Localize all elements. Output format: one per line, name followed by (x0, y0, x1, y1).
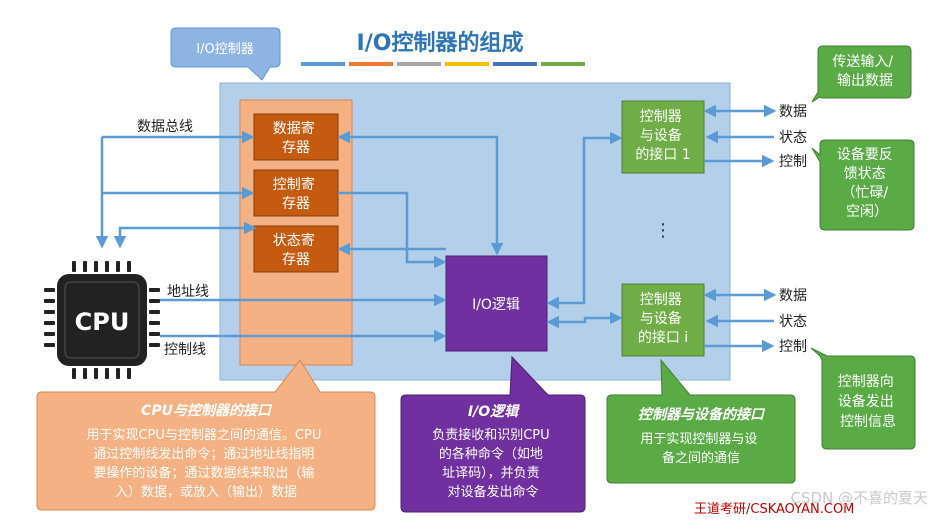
io-logic-callout-body: 负责接收和识别CPU 的各种命令（如地 址译码），并负责 对设备发出命令 (432, 427, 554, 500)
data-register-line-2: 存器 (282, 140, 310, 156)
wangdao-watermark: 王道考研/CSKAOYAN.COM (694, 502, 854, 517)
cpu-interface-callout-title: CPU与控制器的接口 (141, 402, 273, 419)
data-bus-lines (95, 104, 777, 353)
title-color-bar (301, 62, 345, 66)
csdn-watermark: CSDN @不喜的夏天 (790, 489, 928, 507)
io-logic-callout-title: I/O逻辑 (468, 403, 520, 420)
data-register-logic-link (337, 130, 504, 256)
signal-control-1: 控制 (779, 154, 807, 170)
title-color-bars (301, 62, 585, 66)
device-interface-callout-body: 用于实现控制器与设 备之间的通信 (640, 432, 761, 466)
status-feedback-line-4: 空闲） (846, 204, 888, 220)
controller-tag: I/O控制器 (196, 42, 253, 57)
control-info-line-2: 设备发出 (838, 393, 894, 410)
data-transfer-callout (811, 45, 912, 103)
logic-to-interface-i (546, 311, 623, 329)
device-interface-callout-line-1: 用于实现控制器与设 (640, 432, 757, 447)
status-feedback-callout-text: 设备要反 馈状态 （忙碌/ 空闲） (837, 146, 897, 220)
cpu-interface-callout (36, 359, 376, 511)
device-interface-callout-line-2: 备之间的通信 (662, 450, 740, 466)
control-register-line-1: 控制寄 (273, 176, 315, 193)
status-feedback-callout (811, 139, 915, 231)
cpu-interface-line-3: 要操作的设备；通过数据线来取出（输 (93, 465, 314, 481)
device-interface-i-line-1: 控制器 (640, 292, 682, 308)
device-interface-callout-title: 控制器与设备的接口 (638, 406, 766, 423)
address-bus-label: 地址线 (167, 284, 209, 300)
status-feedback-line-2: 馈状态 (844, 166, 886, 182)
signal-data-1: 数据 (779, 104, 807, 120)
signal-status-1: 状态 (779, 130, 807, 146)
control-info-line-1: 控制器向 (838, 374, 894, 390)
data-transfer-callout-text: 传送输入/ 输出数据 (832, 54, 897, 89)
device-interface-i-label: 控制器 与设备 的接口 i (638, 292, 688, 346)
device-interface-callout (606, 358, 796, 484)
control-register-line-2: 存器 (282, 196, 310, 212)
status-register-to-cpu (113, 221, 257, 249)
control-register-to-logic (338, 191, 447, 269)
signal-data-i: 数据 (779, 288, 807, 304)
device-interface-i (621, 283, 705, 357)
title-color-bar (397, 62, 441, 66)
status-feedback-line-1: 设备要反 (837, 146, 893, 163)
io-logic-label: I/O逻辑 (472, 297, 520, 313)
io-logic-callout-line-2: 的各种命令（如地 (439, 446, 543, 462)
control-register-label: 控制寄 存器 (273, 176, 319, 212)
cpu-chip-icon (44, 261, 160, 379)
data-register-line-1: 数据寄 (273, 120, 315, 137)
data-bus-label: 数据总线 (137, 119, 193, 135)
cpu-interface-line-1: 用于实现CPU与控制器之间的通信。CPU (86, 427, 321, 443)
control-info-callout (810, 347, 916, 450)
status-register-label: 状态寄 存器 (273, 232, 319, 268)
controller-tag-callout (170, 27, 281, 81)
control-info-callout-text: 控制器向 设备发出 控制信息 (838, 374, 898, 430)
io-logic-callout-line-3: 址译码），并负责 (442, 466, 540, 481)
diagram-title: I/O控制器的组成 (357, 30, 524, 56)
signal-control-i: 控制 (779, 339, 807, 355)
device-interface-i-line-2: 与设备 (640, 310, 682, 327)
interface-ellipsis: ⋮ (654, 220, 672, 241)
data-register-label: 数据寄 存器 (273, 120, 319, 156)
data-transfer-line-2: 输出数据 (837, 73, 893, 89)
cpu-interface-line-4: 入）数据，或放入（输出）数据 (115, 484, 297, 500)
signal-status-i: 状态 (779, 314, 807, 330)
status-register-line-2: 存器 (282, 252, 310, 268)
control-bus-label: 控制线 (164, 342, 206, 358)
device-interface-1-line-1: 控制器 (640, 109, 682, 125)
cpu-interface-line-2: 通过控制线发出命令；通过地址线指明 (93, 446, 314, 462)
status-feedback-line-3: （忙碌/ (841, 185, 888, 201)
title-color-bar (349, 62, 393, 66)
logic-to-interface-1 (546, 131, 623, 310)
io-logic-callout-line-4: 对设备发出命令 (447, 484, 538, 500)
control-register (253, 169, 339, 217)
cpu-label: CPU (75, 308, 130, 336)
io-logic-callout (400, 355, 586, 513)
data-transfer-line-1: 传送输入/ (832, 54, 893, 70)
device-interface-1 (621, 100, 705, 174)
title-color-bar (541, 62, 585, 66)
device-interface-1-line-3: 的接口 1 (635, 146, 690, 163)
title-color-bar (493, 62, 537, 66)
device-interface-1-label: 控制器 与设备 的接口 1 (635, 109, 690, 163)
control-info-line-3: 控制信息 (840, 413, 896, 430)
status-register (253, 225, 339, 273)
title-color-bar (445, 62, 489, 66)
status-register-line-1: 状态寄 (273, 232, 315, 249)
io-logic-callout-line-1: 负责接收和识别CPU (432, 427, 549, 443)
data-register (253, 113, 339, 161)
device-interface-i-line-3: 的接口 i (638, 329, 688, 346)
cpu-interface-callout-body: 用于实现CPU与控制器之间的通信。CPU 通过控制线发出命令；通过地址线指明 要… (86, 427, 325, 500)
device-interface-1-line-2: 与设备 (640, 127, 682, 144)
